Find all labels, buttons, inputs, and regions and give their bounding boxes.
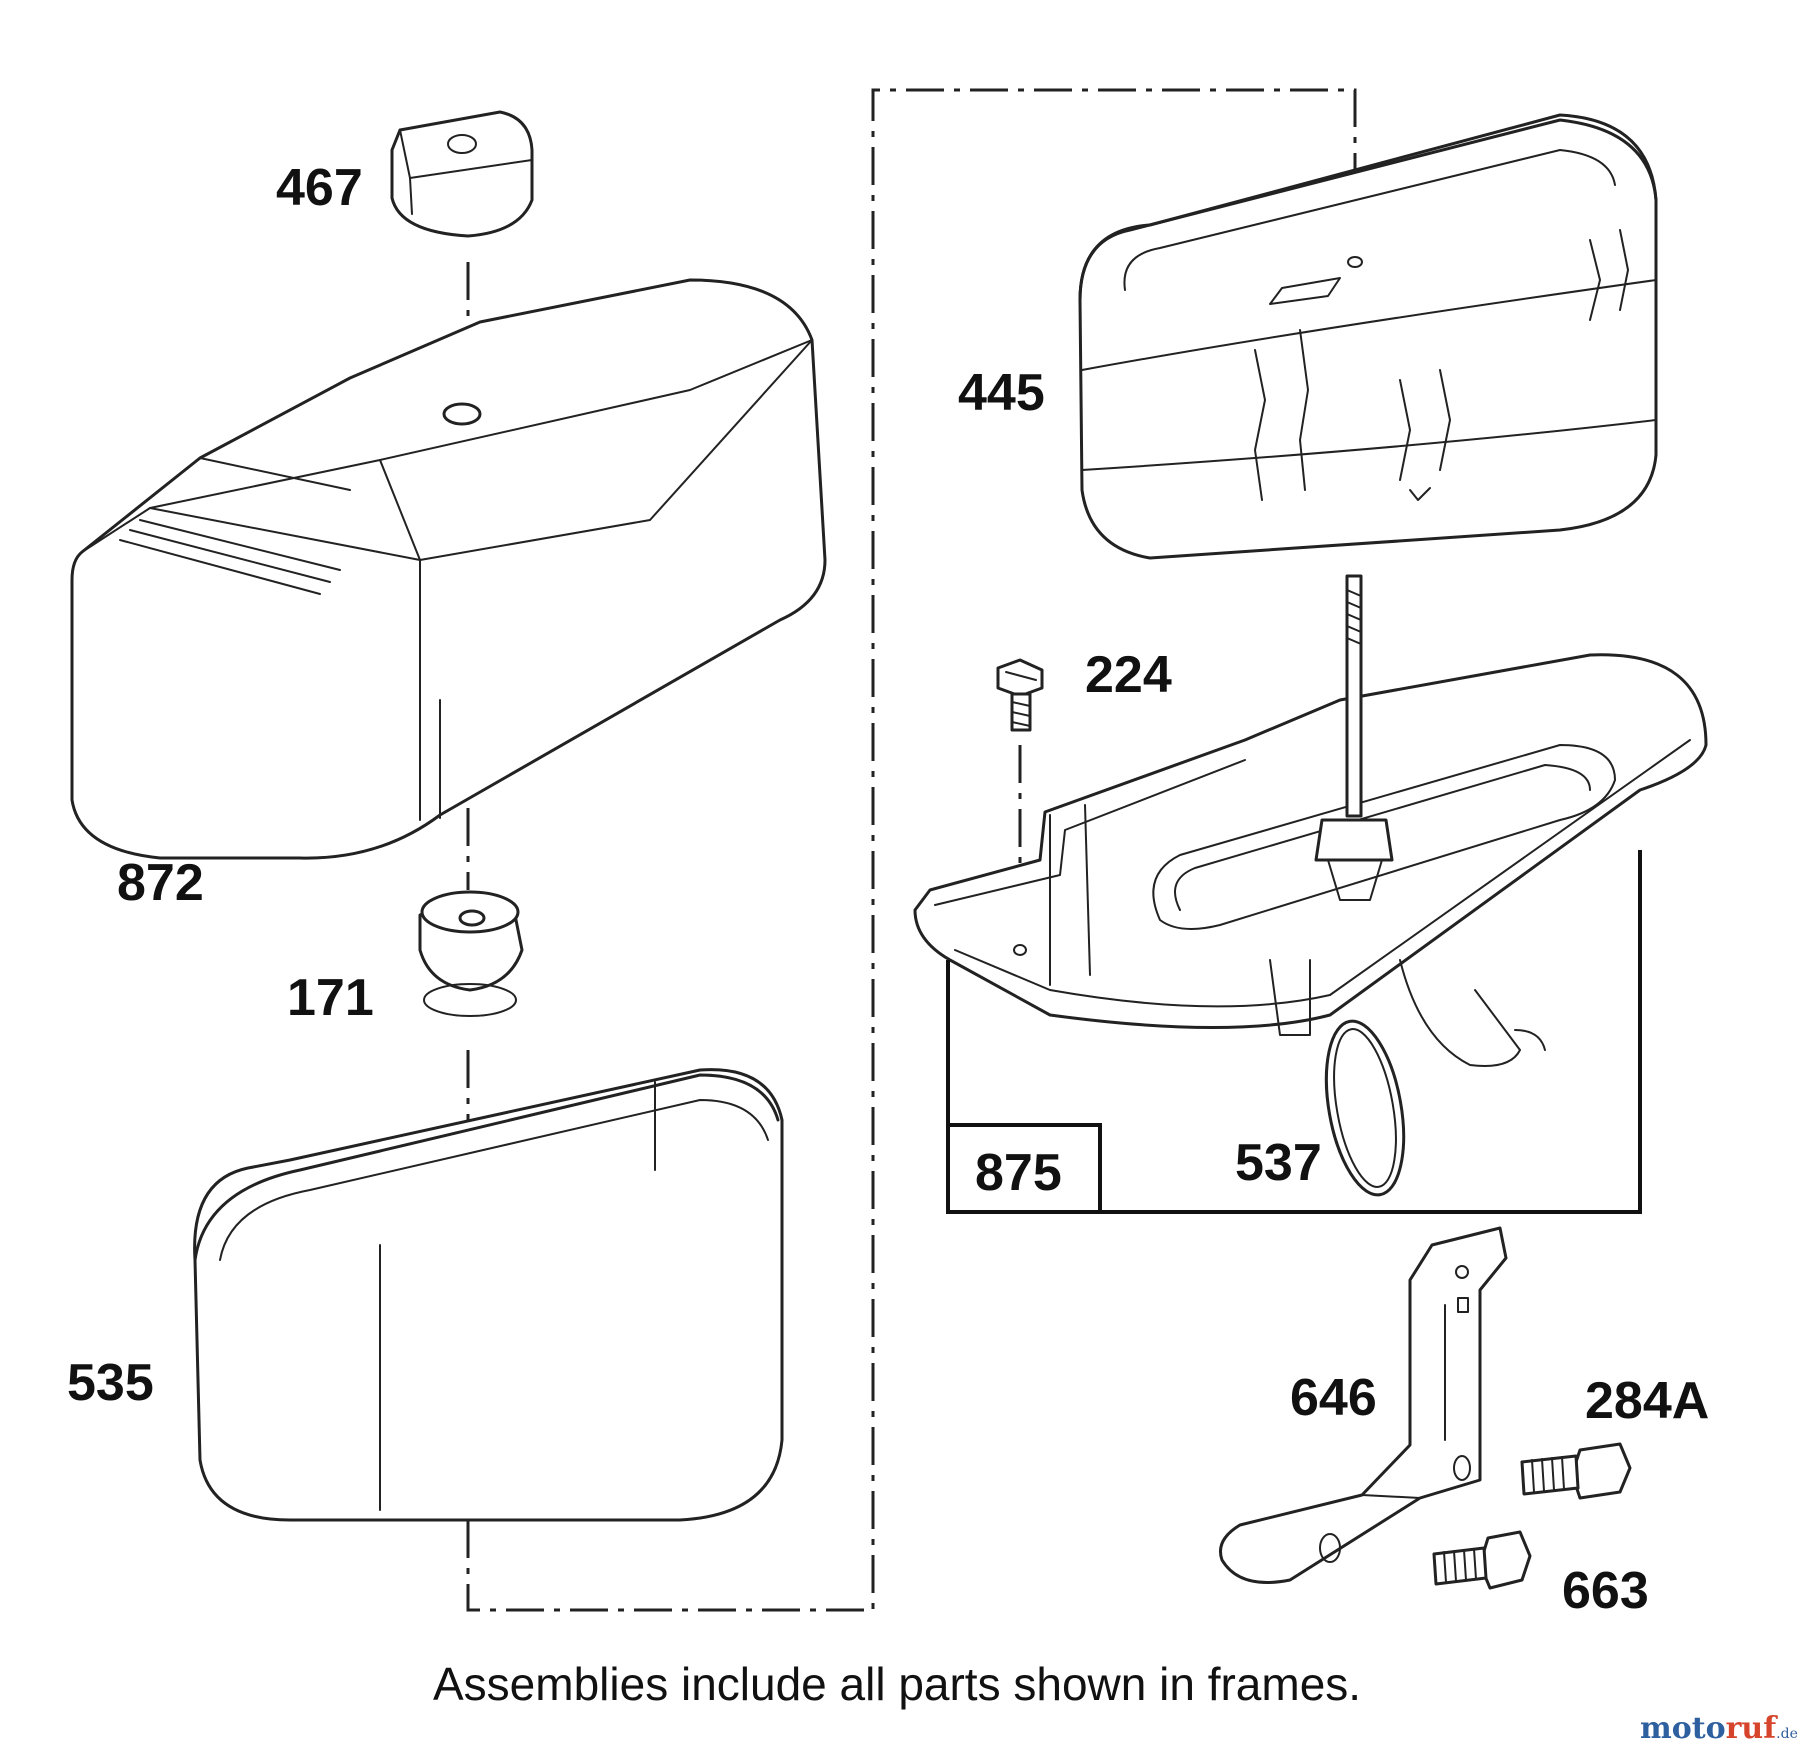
part-537-gasket xyxy=(1324,1019,1406,1197)
watermark-logo: motoruf.de xyxy=(1640,1711,1798,1746)
label-445: 445 xyxy=(958,364,1045,422)
label-537: 537 xyxy=(1235,1134,1322,1192)
assemblies-footnote: Assemblies include all parts shown in fr… xyxy=(433,1658,1361,1710)
part-663-screw xyxy=(1432,1530,1532,1590)
watermark-part1: moto xyxy=(1640,1711,1726,1746)
part-467-knob xyxy=(390,110,534,238)
part-646-bracket xyxy=(1219,1226,1508,1584)
label-284A: 284A xyxy=(1585,1372,1709,1430)
label-467: 467 xyxy=(276,159,363,217)
part-284A-screw xyxy=(1520,1442,1632,1500)
label-535: 535 xyxy=(67,1354,154,1412)
watermark-part2: ruf xyxy=(1726,1711,1779,1746)
svg-text:motoruf.de: motoruf.de xyxy=(1640,1711,1798,1746)
label-171: 171 xyxy=(287,969,374,1027)
label-224: 224 xyxy=(1085,646,1172,704)
label-872: 872 xyxy=(117,854,204,912)
part-labels: 467 872 171 535 445 224 875 537 646 284A… xyxy=(67,159,1709,1620)
label-875: 875 xyxy=(975,1144,1062,1202)
part-535-precleaner xyxy=(193,1068,784,1522)
part-872-cover xyxy=(70,278,827,860)
label-663: 663 xyxy=(1562,1562,1649,1620)
part-224-screw xyxy=(996,658,1044,732)
assembly-875-frame xyxy=(946,850,1642,1214)
label-646: 646 xyxy=(1290,1369,1377,1427)
watermark-suffix: .de xyxy=(1776,1726,1798,1742)
part-171-grommet xyxy=(418,890,524,1017)
part-875-base xyxy=(913,574,1708,1067)
part-445-filter xyxy=(1078,113,1658,560)
